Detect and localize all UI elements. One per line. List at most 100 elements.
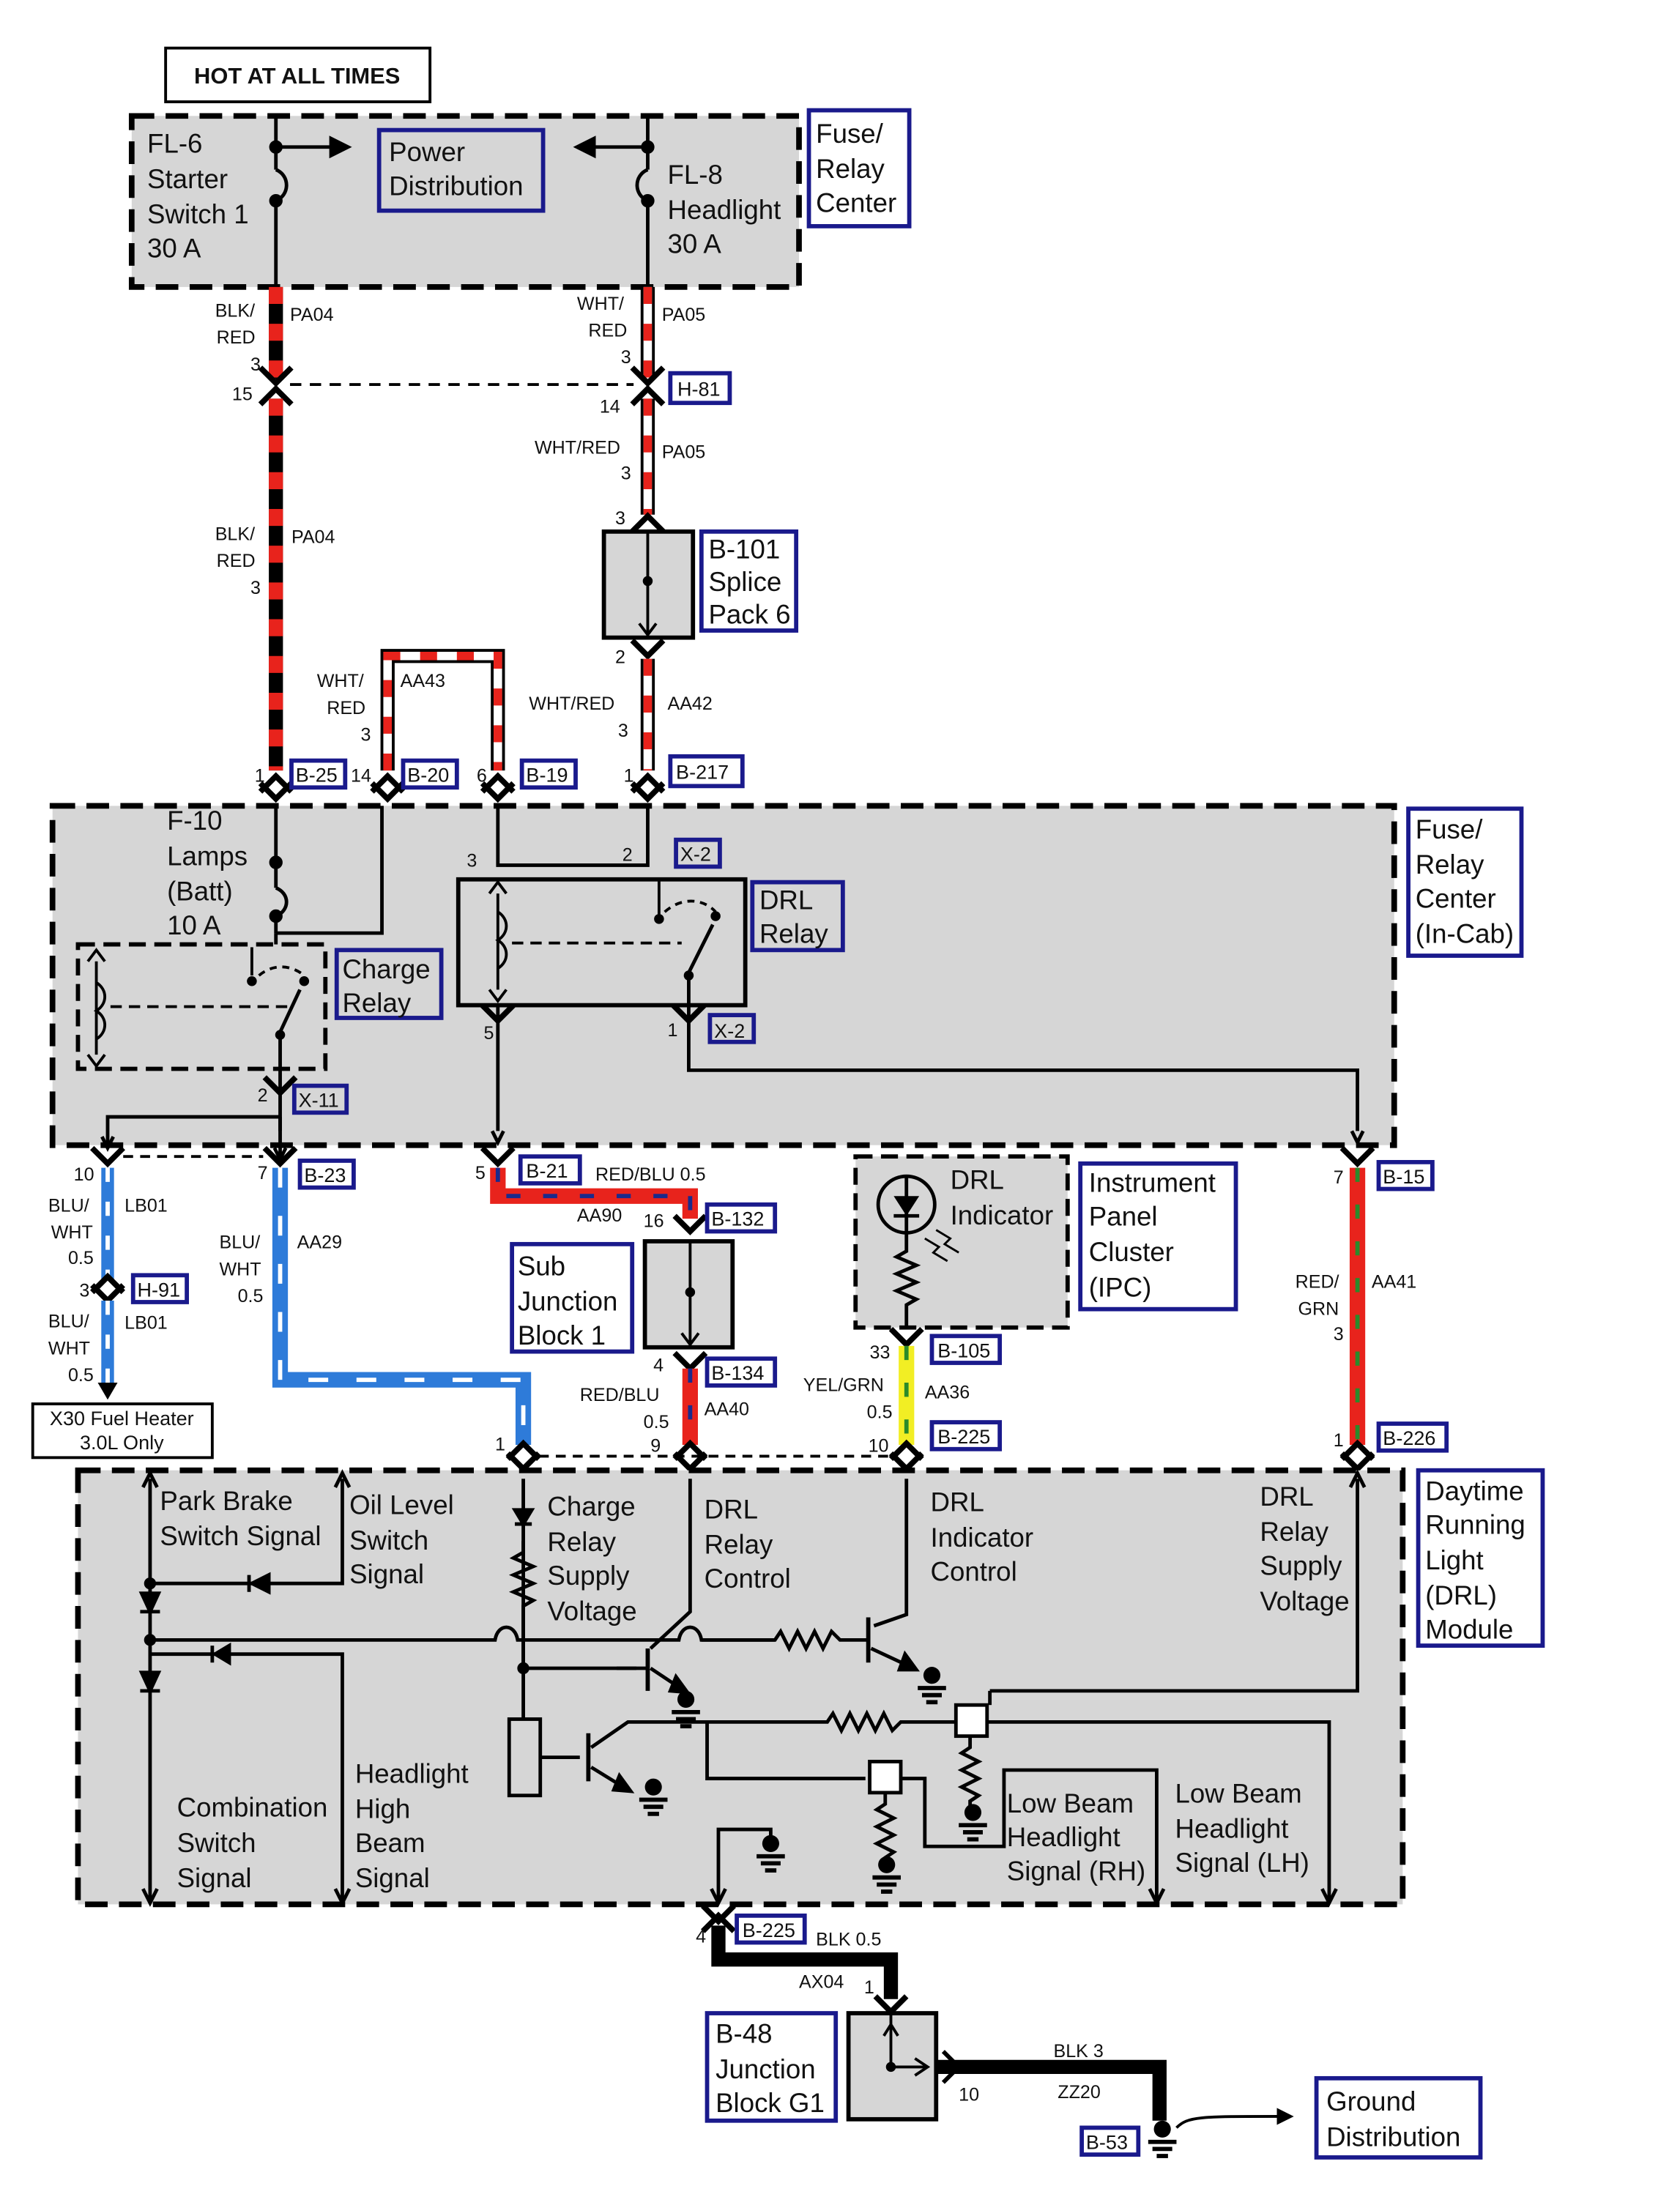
b53-ground-symbol (1148, 2121, 1177, 2156)
aa42-size: 3 (618, 721, 628, 741)
b19-ref[interactable]: B-19 (519, 758, 578, 790)
mid-connector-row (92, 1148, 1373, 1164)
b225-ground-ref[interactable]: B-225 (735, 1913, 807, 1945)
pa05-mid-circuit: PA05 (662, 442, 706, 462)
b19-pin: 6 (477, 766, 487, 787)
b132-ref[interactable]: B-132 (705, 1202, 778, 1234)
aa36-circuit: AA36 (925, 1382, 970, 1402)
b225-pin: 10 (869, 1436, 889, 1457)
svg-text:X-2: X-2 (680, 844, 711, 866)
aa41-circuit: AA41 (1372, 1272, 1416, 1293)
lb01-top-pin: 10 (74, 1164, 94, 1185)
fuse-f10-symbol (269, 806, 384, 976)
svg-text:X-11: X-11 (299, 1090, 339, 1112)
svg-text:B-23: B-23 (304, 1164, 346, 1186)
splice-top-pin: 3 (615, 508, 625, 529)
x11-pin: 2 (258, 1085, 268, 1106)
sub-junction-box (642, 1239, 735, 1350)
aa90-wire-label: RED/BLU 0.5 (595, 1164, 706, 1185)
svg-text:B-53: B-53 (1086, 2131, 1128, 2153)
h91-connector-bottom (92, 1285, 123, 1301)
svg-text:B-134: B-134 (711, 1362, 764, 1384)
svg-text:B-105: B-105 (937, 1339, 990, 1361)
pa04-mid-wire-label: BLK/ RED 3 (215, 524, 261, 598)
drl-module-circuitry (138, 1469, 1367, 1907)
aa42-circuit: AA42 (667, 694, 712, 714)
b225-ref-top[interactable]: B-225 (929, 1420, 1003, 1451)
x2-top-pin-right: 2 (622, 845, 633, 866)
x11-ref[interactable]: X-11 (291, 1083, 349, 1115)
module-pin-1: 1 (495, 1435, 505, 1455)
b21-ref[interactable]: B-21 (518, 1154, 582, 1186)
lb01-bottom-circuit: LB01 (124, 1313, 168, 1334)
svg-text:B-19: B-19 (526, 765, 568, 787)
svg-text:B-25: B-25 (296, 765, 338, 787)
svg-text:B-15: B-15 (1383, 1166, 1424, 1188)
pa04-top-wire-label: BLK/ RED 3 (215, 300, 261, 374)
hot-label: HOT AT ALL TIMES (194, 63, 400, 89)
x2-top-ref[interactable]: X-2 (674, 837, 722, 869)
ground-arrow (1175, 2108, 1294, 2129)
fuse-fl8-label: FL-8 Headlight 30 A (667, 160, 788, 259)
x2-bottom-pin-left: 5 (484, 1023, 494, 1044)
aa40-wire-label: RED/BLU 0.5 (580, 1385, 669, 1432)
h81-ref[interactable]: H-81 (668, 371, 732, 406)
aa40-pin: 9 (650, 1436, 661, 1457)
b15-ref[interactable]: B-15 (1376, 1159, 1435, 1192)
b105-pin: 33 (870, 1342, 891, 1363)
b20-ref[interactable]: B-20 (401, 758, 459, 790)
x2-bottom-ref[interactable]: X-2 (707, 1013, 757, 1044)
h91-ref[interactable]: H-91 (130, 1273, 190, 1304)
aa41-wire-label: RED/ GRN 3 (1296, 1272, 1345, 1345)
b217-ref[interactable]: B-217 (668, 754, 745, 789)
b23-ref[interactable]: B-23 (297, 1159, 356, 1190)
splice-bottom-pin: 2 (615, 647, 625, 667)
fuse-fl6-symbol (269, 116, 352, 287)
h81-connector (260, 368, 663, 404)
b134-ref[interactable]: B-134 (705, 1356, 778, 1388)
ax04-circuit: AX04 (799, 1971, 844, 1992)
svg-text:B-20: B-20 (407, 765, 449, 787)
svg-text:B-132: B-132 (711, 1208, 764, 1230)
b25-ref[interactable]: B-25 (289, 758, 348, 790)
h91-pin: 3 (79, 1280, 89, 1301)
incab-lower-wiring (100, 1115, 288, 1164)
b53-ref[interactable]: B-53 (1079, 2125, 1141, 2157)
wire-aa29 (272, 1167, 532, 1445)
b226-ref[interactable]: B-226 (1376, 1421, 1449, 1453)
fuse-fl8-symbol (573, 116, 655, 287)
b23-pin: 7 (258, 1163, 268, 1183)
wire-ax04 (711, 1925, 899, 1999)
pa04-top-circuit: PA04 (290, 305, 334, 325)
ax04-pin: 1 (864, 1977, 874, 1998)
b134-connector (674, 1353, 705, 1368)
b21-pin: 5 (475, 1163, 486, 1183)
svg-text:X-2: X-2 (714, 1020, 745, 1042)
b105-ref[interactable]: B-105 (929, 1334, 1003, 1365)
fuse-fl6-label: FL-6 Starter Switch 1 30 A (147, 128, 256, 263)
pa05-mid-wire-label: WHT/RED (535, 438, 620, 458)
pa04-mid-circuit: PA04 (291, 527, 335, 547)
